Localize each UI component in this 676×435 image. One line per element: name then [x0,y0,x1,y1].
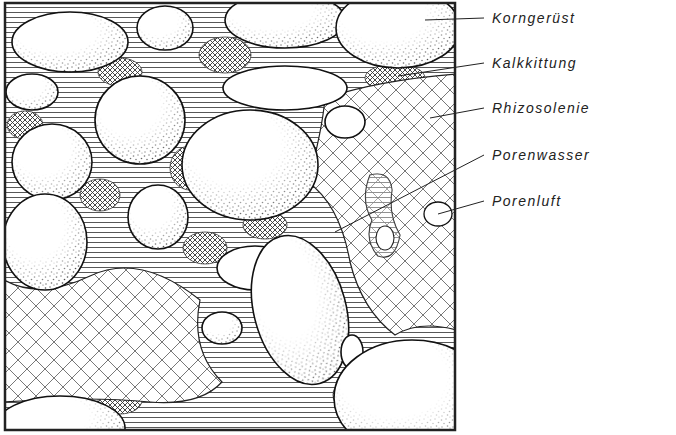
part-label: Porenluft [492,193,562,210]
part-label: Porenwasser [492,147,590,164]
part-label: Rhizosolenie [492,100,590,117]
water-inclusion [365,174,400,257]
leader-lines [335,18,484,232]
section-content [5,3,455,430]
part-label: Korngerüst [492,10,575,27]
grain-skeleton [5,3,455,430]
section-frame [5,3,455,430]
part-label: Kalkkittung [492,55,577,72]
